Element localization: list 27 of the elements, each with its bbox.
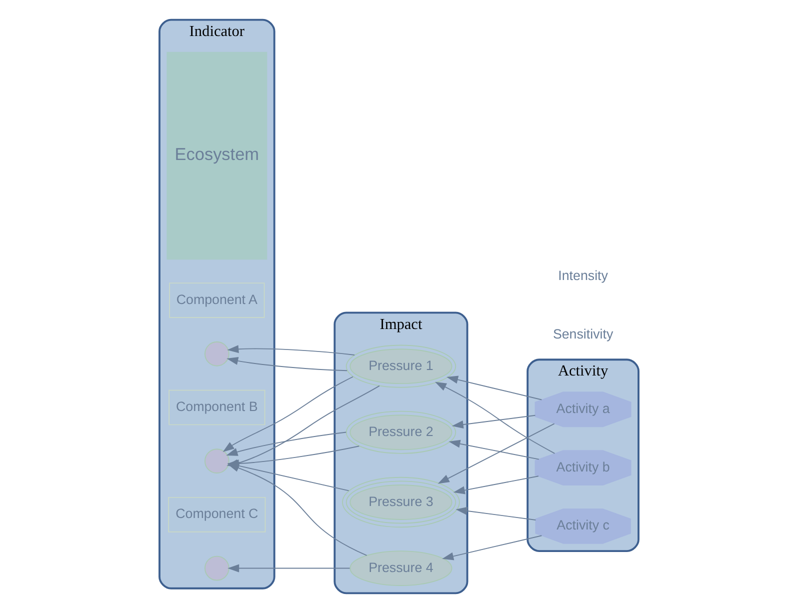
arrow [434, 382, 556, 454]
label: Sensitivity [552, 326, 614, 342]
node-circle [204, 556, 230, 581]
arrow [227, 345, 355, 356]
arrow [438, 423, 555, 484]
node-circle [204, 448, 230, 474]
node-box: Component A [169, 282, 265, 318]
node-box: Component B [168, 390, 266, 426]
arrow [448, 440, 540, 460]
node-ellipse: Pressure 1 [346, 344, 456, 388]
node-box: Component C [168, 496, 266, 532]
arrow [228, 564, 350, 572]
node-box: Ecosystem [166, 52, 268, 260]
arrow [453, 476, 539, 494]
label: Intensity [558, 268, 608, 283]
node-ellipse: Pressure 3 [342, 476, 460, 528]
arrow [226, 432, 347, 456]
node-circle [204, 341, 230, 366]
arrow [456, 506, 536, 520]
node-ellipse: Pressure 4 [350, 550, 452, 586]
arrow [452, 414, 536, 429]
arrow [446, 376, 542, 400]
node-ellipse: Pressure 2 [346, 410, 456, 454]
arrow [227, 464, 368, 556]
arrow [222, 376, 354, 452]
arrow [226, 356, 348, 372]
arrow [442, 535, 542, 560]
